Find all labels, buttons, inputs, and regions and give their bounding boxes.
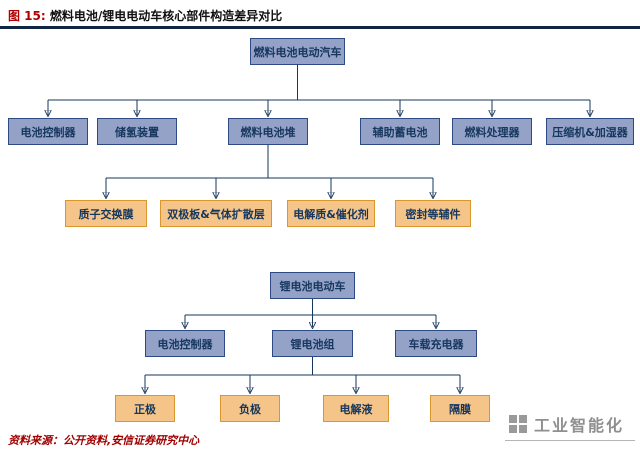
node-onboard-charger: 车载充电器 [395,330,477,357]
watermark-underline [505,440,635,441]
node-electrolyte-liquid: 电解液 [323,395,389,422]
node-fuel-processor: 燃料处理器 [452,118,532,145]
watermark-text: 工业智能化 [534,416,625,435]
node-separator: 隔膜 [430,395,490,422]
node-auxiliary-battery: 辅助蓄电池 [360,118,440,145]
node-sealing-parts: 密封等辅件 [395,200,471,227]
node-proton-exchange-membrane: 质子交换膜 [65,200,147,227]
figure-title: 图 15: 燃料电池/锂电电动车核心部件构造差异对比 [8,7,282,24]
figure-title-text: 燃料电池/锂电电动车核心部件构造差异对比 [49,9,283,23]
figure-number-label: 图 15: [8,9,46,23]
node-compressor-humidifier: 压缩机&加湿器 [546,118,634,145]
watermark: 工业智能化 [508,412,624,436]
node-li-battery-controller: 电池控制器 [145,330,225,357]
node-anode: 负极 [220,395,280,422]
watermark-logo-icon [509,415,527,433]
node-fuel-cell-stack: 燃料电池堆 [228,118,308,145]
node-fuel-battery-controller: 电池控制器 [8,118,88,145]
source-note: 资料来源：公开资料,安信证券研究中心 [8,434,200,447]
node-cathode: 正极 [115,395,175,422]
node-hydrogen-storage: 储氢装置 [97,118,177,145]
title-divider [0,26,640,29]
node-li-ev-root: 锂电池电动车 [270,272,355,299]
node-li-battery-pack: 锂电池组 [272,330,353,357]
node-electrolyte-catalyst: 电解质&催化剂 [287,200,375,227]
node-bipolar-plate-gas-diffusion: 双极板&气体扩散层 [160,200,272,227]
node-fuel-ev-root: 燃料电池电动汽车 [250,38,345,65]
